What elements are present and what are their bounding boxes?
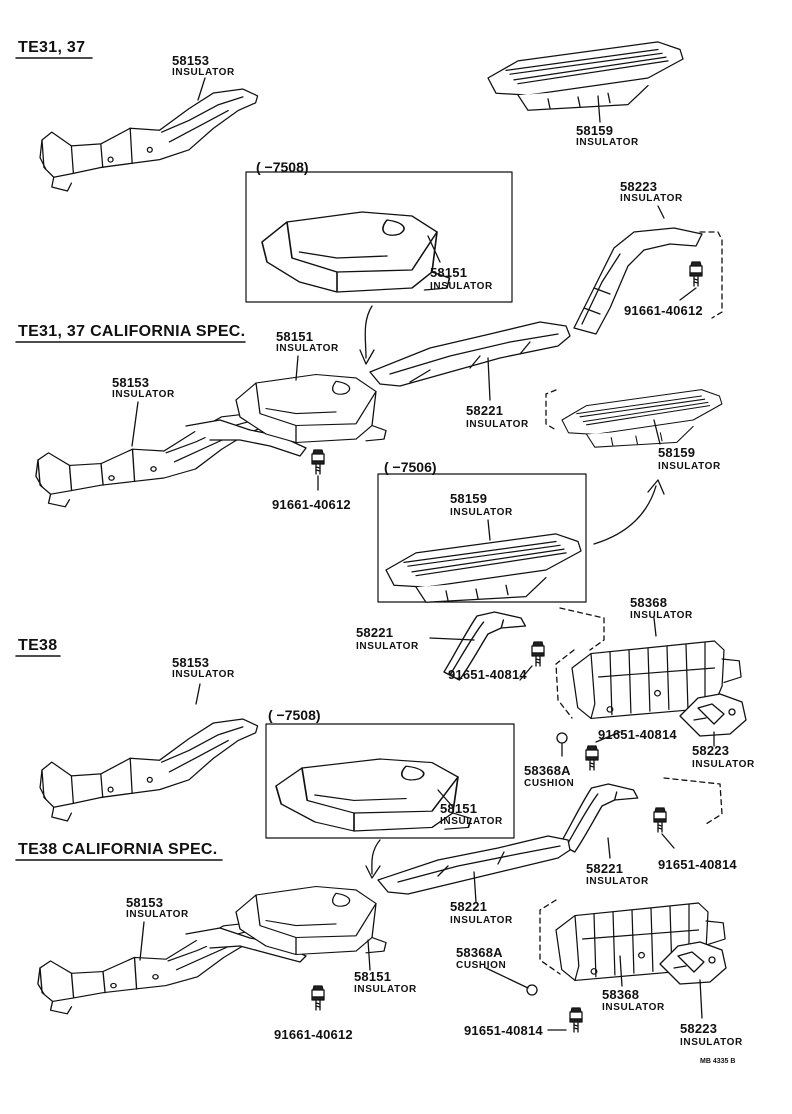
callout-label: INSULATOR — [276, 343, 339, 354]
callout-number: 58153 — [172, 53, 210, 68]
callout-number: 58223 — [692, 743, 730, 758]
section-title-te38-california: TE38 CALIFORNIA SPEC. — [18, 841, 218, 858]
callout-number: 58153 — [172, 655, 210, 670]
callout-label: INSULATOR — [586, 876, 649, 887]
callout-number: 58223 — [680, 1021, 718, 1036]
callout-number: 58153 — [112, 375, 150, 390]
box-title-7508-a: ( −7508) — [256, 159, 309, 175]
callout-label: INSULATOR — [680, 1037, 743, 1048]
section-title-te31-37: TE31, 37 — [18, 39, 86, 56]
section-title-te38: TE38 — [18, 637, 58, 654]
callout-label: INSULATOR — [602, 1002, 665, 1013]
callout-number: 58159 — [576, 123, 614, 138]
callout-number: 91661-40612 — [272, 497, 351, 512]
callout-label: CUSHION — [524, 778, 575, 789]
callout-number: 58368A — [524, 763, 571, 778]
callout-number: 91661-40612 — [624, 303, 703, 318]
callout-number: 58221 — [586, 861, 624, 876]
callout-number: 91651-40814 — [448, 667, 527, 682]
callout-number: 58159 — [450, 491, 488, 506]
callout-number: 58151 — [440, 801, 478, 816]
callout-label: INSULATOR — [172, 67, 235, 78]
callout-label: INSULATOR — [576, 137, 639, 148]
section-title-te31-37-california: TE31, 37 CALIFORNIA SPEC. — [18, 323, 246, 340]
callout-number: 58368 — [630, 595, 668, 610]
callout-label: INSULATOR — [354, 984, 417, 995]
figure-code: MB 4335 B — [700, 1058, 736, 1065]
callout-number: 58151 — [276, 329, 314, 344]
callout-number: 58223 — [620, 179, 658, 194]
callout-number: 58153 — [126, 895, 164, 910]
callout-label: INSULATOR — [430, 281, 493, 292]
callout-number: 91651-40814 — [464, 1023, 543, 1038]
callout-number: 58151 — [430, 265, 468, 280]
callout-label: INSULATOR — [620, 193, 683, 204]
callout-label: INSULATOR — [658, 461, 721, 472]
callout-number: 91651-40814 — [658, 857, 737, 872]
callout-label: INSULATOR — [466, 419, 529, 430]
callout-number: 58159 — [658, 445, 696, 460]
callout-label: INSULATOR — [172, 669, 235, 680]
callout-number: 58221 — [356, 625, 394, 640]
callout-label: INSULATOR — [126, 909, 189, 920]
box-title-7506: ( −7506) — [384, 459, 437, 475]
callout-number: 91651-40814 — [598, 727, 677, 742]
callout-number: 58151 — [354, 969, 392, 984]
callout-label: INSULATOR — [692, 759, 755, 770]
callout-label: INSULATOR — [630, 610, 693, 621]
callout-label: INSULATOR — [356, 641, 419, 652]
callout-number: 58221 — [450, 899, 488, 914]
callout-label: CUSHION — [456, 960, 507, 971]
callout-number: 58221 — [466, 403, 504, 418]
callout-label: INSULATOR — [440, 816, 503, 827]
callout-number: 58368A — [456, 945, 503, 960]
callout-number: 58368 — [602, 987, 640, 1002]
callout-label: INSULATOR — [112, 389, 175, 400]
box-title-7508-b: ( −7508) — [268, 707, 321, 723]
callout-label: INSULATOR — [450, 915, 513, 926]
callout-label: INSULATOR — [450, 507, 513, 518]
callout-number: 91661-40612 — [274, 1027, 353, 1042]
